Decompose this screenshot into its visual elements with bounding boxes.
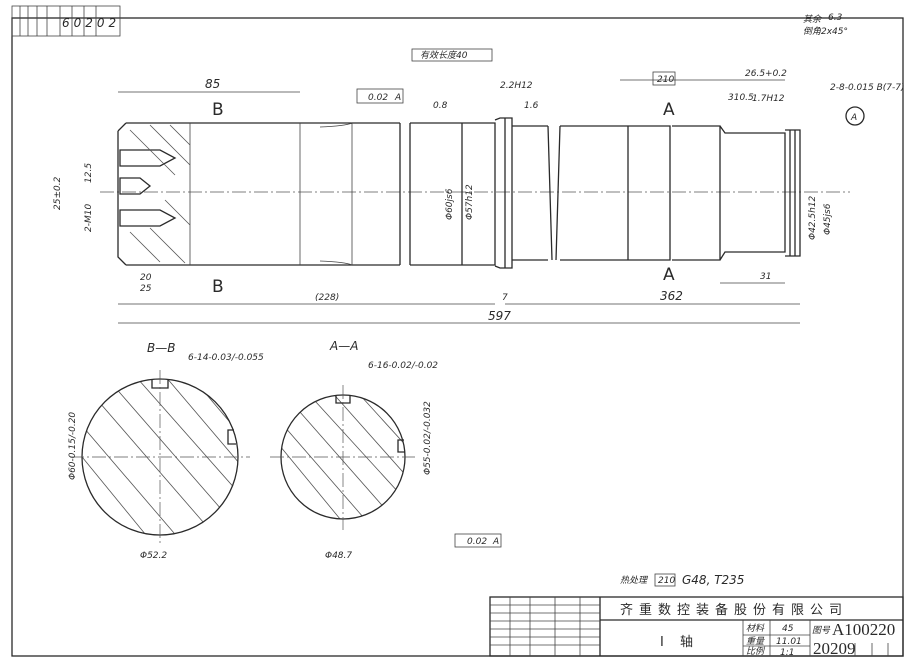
dim-26-5: 26.5+0.2 <box>745 69 787 79</box>
svg-text:材料: 材料 <box>746 623 765 634</box>
note-roughness-value: 6.3 <box>828 13 843 23</box>
roughness-1-6: 1.6 <box>524 101 539 111</box>
dim-85: 85 <box>205 77 220 91</box>
company-name: 齐重数控装备股份有限公司 <box>620 602 848 618</box>
section-bb-dia: Φ60-0.15/-0.20 <box>68 412 78 480</box>
note-chamfer: 倒角2x45° <box>803 26 848 37</box>
heat-box: 210 <box>658 576 675 586</box>
roughness-0-8: 0.8 <box>433 101 448 111</box>
dim-phi60js6: Φ60js6 <box>445 188 455 220</box>
dim-12-5: 12.5 <box>84 163 94 183</box>
dim-25: 25±0.2 <box>53 176 63 210</box>
dim-310-5: 310.5 <box>728 93 754 103</box>
dim-31: 31 <box>760 272 771 282</box>
svg-text:A: A <box>850 113 857 123</box>
svg-text:0.02: 0.02 <box>467 537 487 547</box>
drawing-number: A100220 <box>832 620 895 639</box>
dim-597: 597 <box>488 309 511 323</box>
dim-228: (228) <box>315 293 339 303</box>
section-a-a: A—A 6-16-0.02/-0.02 Φ55-0.02/-0.032 0.02… <box>270 339 502 561</box>
corner-code: 60202 <box>62 16 120 30</box>
section-bb-bottom: Φ52.2 <box>140 551 167 561</box>
dim-20: 20 <box>140 273 152 283</box>
corner-code-box: 60202 <box>11 5 121 37</box>
shaft-main-view: 85 B B 有效长度40 0.02 A 2.2H12 1.6 0.8 25±0… <box>53 13 904 324</box>
svg-text:比例: 比例 <box>746 646 766 657</box>
dim-362: 362 <box>660 289 683 303</box>
drawing-border <box>11 17 904 657</box>
heat-treatment-label: 热处理 <box>620 575 649 586</box>
material: 45 <box>782 624 794 634</box>
section-aa-title: A—A <box>329 339 358 353</box>
runout-tolerance-frame <box>356 88 404 104</box>
dim-1-7h12: 1.7H12 <box>752 94 785 104</box>
svg-text:A: A <box>492 537 499 547</box>
section-bb-title: B—B <box>147 341 175 355</box>
section-aa-key: 6-16-0.02/-0.02 <box>368 361 438 371</box>
aa-runout-frame <box>454 533 502 548</box>
datum-a-symbol <box>845 106 865 126</box>
svg-text:图号: 图号 <box>812 625 831 636</box>
dim-7: 7 <box>502 293 508 303</box>
dim-25b: 25 <box>140 284 152 294</box>
scale: 1:1 <box>780 648 794 658</box>
keyway-spec: 2-8-0.015 B(7-7) <box>830 83 904 93</box>
dim-m10: 2-M10 <box>84 204 94 232</box>
tol-datum: A <box>394 93 401 103</box>
section-b-b: B—B 6-14-0.03/-0.055 Φ60-0.15/-0.20 Φ52.… <box>68 341 264 561</box>
heat-spec: G48, T235 <box>682 573 744 587</box>
svg-text:重量: 重量 <box>746 636 765 647</box>
part-name: I 轴 <box>660 635 699 650</box>
label-b-bottom: B <box>212 277 224 297</box>
note-rest-roughness: 其余 <box>803 14 822 25</box>
dim-phi57h12: Φ57h12 <box>465 184 475 220</box>
section-aa-bottom: Φ48.7 <box>325 551 352 561</box>
label-a-bottom: A <box>663 265 675 285</box>
label-a-top: A <box>663 100 675 120</box>
label-b-top: B <box>212 100 224 120</box>
title-block: 齐重数控装备股份有限公司 I 轴 材料 45 重量 11.01 比例 1:1 图… <box>489 596 904 658</box>
drawing-code: 20209 <box>813 639 856 658</box>
dim-phi42-5h12: Φ42.5h12 <box>808 195 818 240</box>
dim-2-2h12: 2.2H12 <box>500 81 533 91</box>
tol-runout: 0.02 <box>368 93 388 103</box>
dim-phi45js6: Φ45js6 <box>823 203 833 235</box>
dim-effective-length: 有效长度40 <box>420 50 468 61</box>
section-bb-key: 6-14-0.03/-0.055 <box>188 353 264 363</box>
weight: 11.01 <box>776 637 802 647</box>
section-aa-dia: Φ55-0.02/-0.032 <box>423 401 433 475</box>
